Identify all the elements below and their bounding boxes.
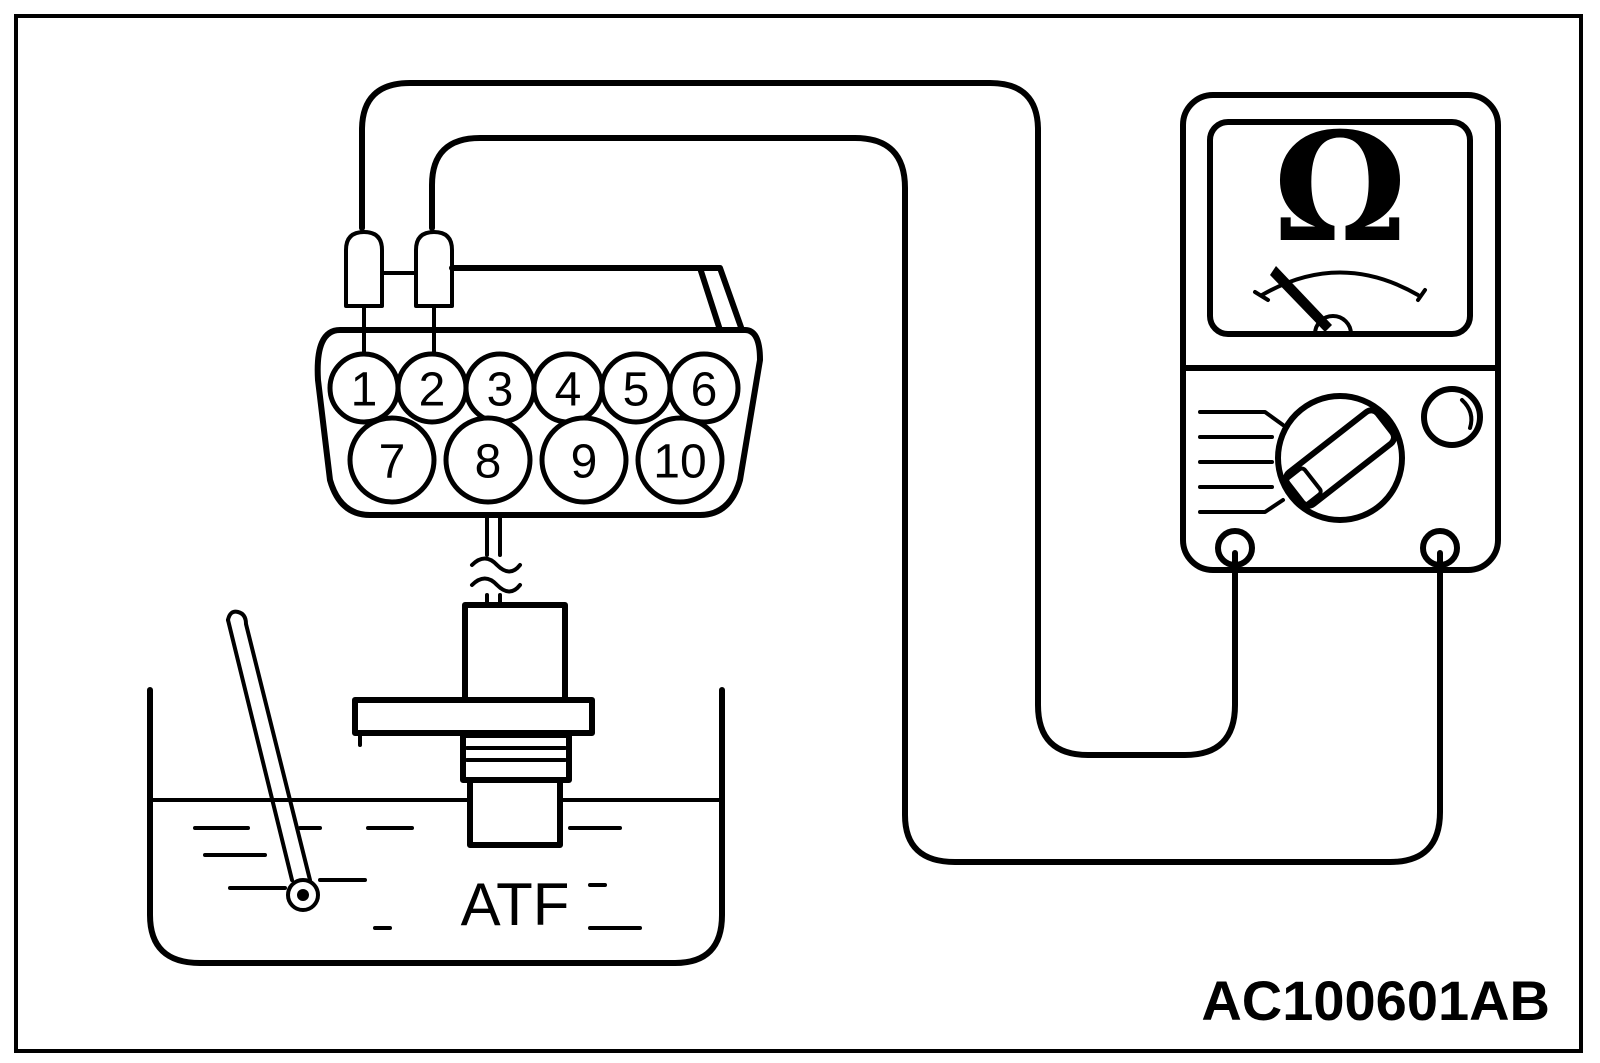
connector-pin-6[interactable]: 6: [667, 351, 741, 425]
connector-pin-10[interactable]: 10: [635, 415, 725, 505]
test-lead-wire-1: [359, 80, 1238, 758]
range-scale-lines: [1198, 410, 1285, 514]
connector-pin-8[interactable]: 8: [443, 415, 533, 505]
connector-pin-label: 6: [691, 364, 718, 417]
connector-pin-1[interactable]: 1: [327, 351, 401, 425]
connector-pin-label: 2: [419, 364, 446, 417]
meter-terminal-left[interactable]: [1215, 528, 1255, 568]
ohmmeter: Ω: [1180, 92, 1501, 573]
fluid-container: [147, 687, 725, 966]
connector-pin-label: 7: [379, 436, 406, 489]
connector-pin-label: 3: [487, 364, 514, 417]
meter-needle: [1270, 266, 1332, 332]
connector-pin-3[interactable]: 3: [463, 351, 537, 425]
speed-sensor: [352, 602, 595, 848]
connector-pin-9[interactable]: 9: [539, 415, 629, 505]
zero-adjust-knob[interactable]: [1421, 386, 1483, 448]
sensor-cable: [470, 513, 522, 607]
fluid-label: ATF: [461, 871, 570, 938]
probe-1: [344, 230, 384, 372]
connector-pin-label: 4: [555, 364, 582, 417]
connector-pin-label: 8: [475, 436, 502, 489]
connector-pin-label: 9: [571, 436, 598, 489]
figure-frame: [14, 14, 1583, 1053]
ohm-symbol: Ω: [1273, 100, 1407, 276]
connector-pin-label: 5: [623, 364, 650, 417]
figure-id: AC100601AB: [1201, 969, 1550, 1032]
connector-pin-7[interactable]: 7: [347, 415, 437, 505]
connector-pin-label: 10: [653, 436, 706, 489]
connector-pin-5[interactable]: 5: [599, 351, 673, 425]
range-selector-dial[interactable]: [1275, 393, 1405, 523]
meter-terminal-right[interactable]: [1420, 528, 1460, 568]
connector-pin-2[interactable]: 2: [395, 351, 469, 425]
thermometer-icon: [226, 609, 320, 912]
test-lead-wire-2: [429, 135, 1443, 865]
connector-pin-label: 1: [351, 364, 378, 417]
connector-pin-4[interactable]: 4: [531, 351, 605, 425]
